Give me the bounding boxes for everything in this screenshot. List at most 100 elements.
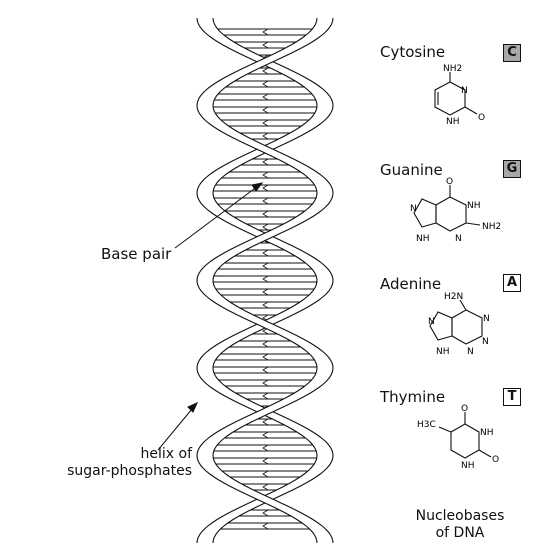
thymine-o-top: O — [461, 404, 468, 414]
thymine-nh: NH — [480, 428, 494, 438]
nucleobases-caption: Nucleobases of DNA — [400, 508, 520, 542]
base-pair-label: Base pair — [101, 245, 172, 263]
thymine-label: Thymine — [380, 388, 446, 406]
base-pair-join — [262, 67, 269, 75]
pointer-arrows — [157, 182, 264, 451]
thymine-o-bottom: O — [492, 455, 499, 465]
base-pair-join — [262, 158, 269, 166]
base-pair-join — [262, 457, 269, 465]
base-pair-rung — [206, 444, 324, 452]
base-pair-join — [262, 210, 269, 218]
base-pair-join — [262, 132, 269, 140]
sugar-phosphate-label-line2: sugar-phosphates — [67, 463, 192, 479]
base-pair-join — [262, 379, 269, 387]
base-pair-rung — [205, 457, 325, 465]
adenine-n3: N — [428, 317, 435, 327]
base-pair-join — [262, 41, 269, 49]
base-pair-join — [262, 483, 269, 491]
base-pair-join — [262, 275, 269, 283]
adenine-letter-box: A — [503, 274, 521, 292]
base-pair-join — [262, 28, 269, 36]
base-pair-join — [262, 522, 269, 530]
adenine-n1: N — [483, 314, 490, 324]
sugar-phosphate-strand-back-edge-1 — [196, 17, 318, 544]
base-pair-join — [262, 431, 269, 439]
guanine-label: Guanine — [380, 161, 443, 179]
cytosine-letter-box: C — [503, 44, 521, 62]
guanine-letter-box: G — [503, 160, 521, 178]
base-pair-join — [262, 197, 269, 205]
base-pair-rung — [205, 184, 325, 192]
cytosine-n: N — [461, 86, 468, 96]
base-pair-join — [262, 418, 269, 426]
guanine-n2: N — [455, 234, 462, 244]
cytosine-o: O — [478, 113, 485, 123]
caption-line1: Nucleobases — [415, 508, 505, 524]
cytosine-structure: NH2 N NH O — [434, 64, 485, 127]
base-pair-arrowhead — [251, 182, 264, 192]
base-pair-rung — [212, 262, 318, 270]
sugar-phosphate-label-line1: helix of — [140, 446, 193, 462]
cytosine-nh: NH — [446, 117, 460, 127]
base-pair-join — [262, 392, 269, 400]
guanine-n1: N — [410, 204, 417, 214]
base-pair-join — [262, 470, 269, 478]
base-pair-rung — [216, 171, 314, 179]
helix-arrowhead — [187, 402, 198, 413]
base-pair-rung — [211, 28, 319, 36]
base-pair-join — [262, 93, 269, 101]
base-pair-rungs — [204, 28, 326, 530]
base-pair-join — [262, 340, 269, 348]
adenine-structure: H2N N N N N NH — [428, 292, 490, 357]
thymine-structure: O H3C NH O NH — [417, 404, 499, 471]
base-pair-join — [262, 80, 269, 88]
base-pair-join — [262, 301, 269, 309]
thymine-h3c: H3C — [417, 420, 436, 430]
sugar-phosphate-label: helix of sugar-phosphates — [52, 446, 192, 480]
sugar-phosphate-strand-back-edge-2 — [212, 17, 334, 544]
base-pair-join — [262, 249, 269, 257]
base-pair-rung — [216, 119, 314, 127]
base-pair-join — [262, 119, 269, 127]
base-pair-rung — [213, 379, 317, 387]
thymine-nh-bottom: NH — [461, 461, 475, 471]
base-pair-join — [262, 366, 269, 374]
sugar-phosphate-strands — [196, 17, 334, 545]
base-pair-rung — [209, 288, 321, 296]
base-pair-rung — [204, 275, 326, 283]
base-pair-rung — [207, 93, 323, 101]
guanine-o: O — [446, 177, 453, 187]
adenine-n2: N — [482, 337, 489, 347]
adenine-label: Adenine — [380, 275, 442, 293]
base-pair-rung — [215, 522, 315, 530]
base-pair-join — [262, 171, 269, 179]
adenine-nh: NH — [436, 347, 450, 357]
guanine-nh-bottom: NH — [416, 234, 430, 244]
base-pair-rung — [220, 210, 310, 218]
cytosine-nh2: NH2 — [443, 64, 462, 74]
base-pair-rung — [207, 197, 323, 205]
guanine-nh2: NH2 — [482, 222, 501, 232]
adenine-n4: N — [467, 347, 474, 357]
base-pair-rung — [209, 353, 321, 361]
helix-arrow — [157, 402, 198, 451]
base-pair-join — [262, 444, 269, 452]
base-pair-join — [262, 288, 269, 296]
caption-line2: of DNA — [435, 525, 485, 541]
adenine-h2n: H2N — [444, 292, 463, 302]
base-pair-arrow — [174, 182, 263, 249]
thymine-letter-box: T — [503, 388, 521, 406]
sugar-phosphate-strand-front-edge-1 — [196, 17, 318, 544]
base-pair-join — [262, 106, 269, 114]
base-pair-join — [262, 509, 269, 517]
sugar-phosphate-strand-front-edge-2 — [212, 17, 334, 544]
base-pair-join — [262, 223, 269, 231]
guanine-structure: O NH NH2 N N NH — [410, 177, 501, 244]
base-pair-join — [262, 184, 269, 192]
guanine-nh: NH — [467, 201, 481, 211]
base-pair-rung — [205, 106, 325, 114]
base-pair-rung — [217, 470, 313, 478]
cytosine-label: Cytosine — [380, 43, 446, 61]
